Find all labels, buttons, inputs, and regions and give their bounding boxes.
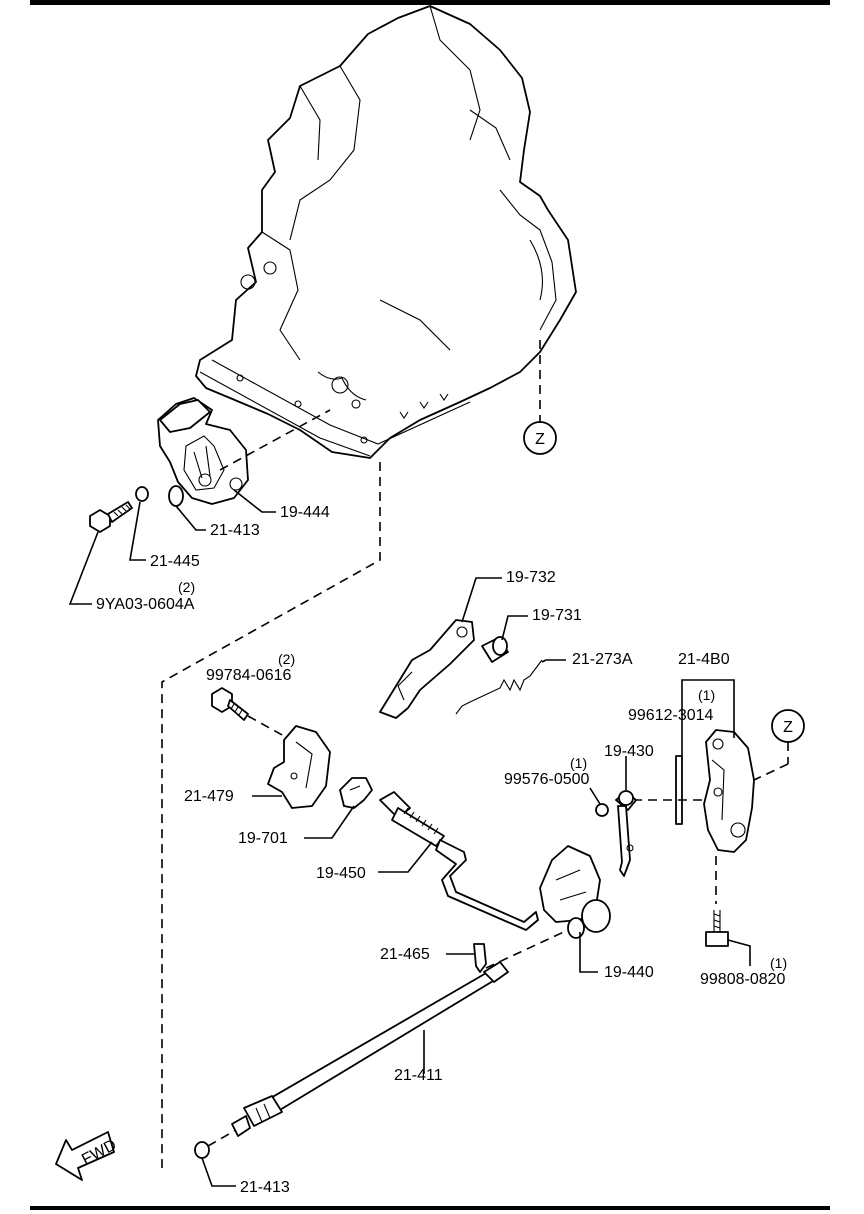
- leader-19-440: [579, 932, 598, 973]
- z-right-link: [753, 763, 789, 781]
- bushing: [339, 777, 373, 809]
- qty-99784: (2): [278, 651, 295, 667]
- z-marker-right-label: Z: [783, 719, 793, 736]
- label-99808: 99808-0820: [700, 971, 786, 988]
- switch-align-line: [219, 409, 331, 471]
- leader-21-445: [129, 501, 146, 561]
- leader-19-732: [461, 577, 502, 623]
- inhibitor-switch: [157, 397, 249, 505]
- o-ring-upper: [168, 485, 184, 507]
- qty-99808: (1): [770, 955, 787, 971]
- bolt-9ya03: [89, 501, 133, 533]
- leader-19-450: [378, 841, 433, 873]
- qty-9ya03: (2): [178, 579, 195, 595]
- label-19-701: 19-701: [238, 830, 288, 847]
- label-21-479: 21-479: [184, 788, 234, 805]
- manual-lever: [615, 790, 637, 877]
- label-19-450: 19-450: [316, 865, 366, 882]
- manual-shaft: [231, 961, 509, 1137]
- leader-19-731: [501, 615, 528, 641]
- label-21-411: 21-411: [394, 1067, 443, 1084]
- leader-21-273a: [541, 659, 566, 663]
- qty-99612: (1): [698, 687, 715, 703]
- detent-roller: [481, 636, 509, 663]
- leader-99576: [589, 787, 601, 805]
- leader-21-413-lower: [201, 1157, 236, 1187]
- bolt-99784: [211, 687, 249, 721]
- label-99576: 99576-0500: [504, 771, 590, 788]
- shift-bracket: [703, 729, 755, 853]
- label-21-465: 21-465: [380, 946, 430, 963]
- label-21-413-upper: 21-413: [210, 522, 260, 539]
- label-21-273a: 21-273A: [572, 651, 633, 668]
- qty-99576: (1): [570, 755, 587, 771]
- washer: [135, 486, 149, 502]
- label-21-4b0: 21-4B0: [678, 651, 730, 668]
- z-marker-top-label: Z: [535, 431, 545, 448]
- label-21-413-lower: 21-413: [240, 1179, 290, 1196]
- label-9ya03: 9YA03-0604A: [96, 596, 195, 613]
- leader-21-413-upper: [175, 505, 206, 531]
- transmission-case: [195, 5, 577, 459]
- assembly-route-line: [161, 462, 381, 1168]
- bottom-border-bar: [30, 1206, 830, 1210]
- leader-21-4b0: [681, 679, 735, 756]
- label-19-440: 19-440: [604, 964, 654, 981]
- leader-19-701: [304, 805, 355, 839]
- leader-99808: [727, 939, 751, 966]
- leader-9ya03: [68, 531, 99, 605]
- label-99612: 99612-3014: [628, 707, 714, 724]
- lock-nut: [595, 803, 609, 817]
- o-ring-lower: [194, 1141, 210, 1159]
- manual-plate: [379, 619, 475, 719]
- label-19-430: 19-430: [604, 743, 654, 760]
- label-21-445: 21-445: [150, 553, 200, 570]
- top-border-bar: [30, 0, 830, 5]
- fwd-arrow: FWD: [55, 1131, 119, 1181]
- label-19-731: 19-731: [532, 607, 582, 624]
- label-99784: 99784-0616: [206, 667, 292, 684]
- bolt-99784-align: [247, 715, 285, 737]
- selector-plate: [539, 845, 611, 939]
- o-ring-align-line: [207, 1129, 237, 1147]
- leader-19-444: [233, 489, 276, 513]
- cable-bracket: [267, 725, 331, 809]
- spring-pin: [675, 755, 683, 825]
- label-19-732: 19-732: [506, 569, 556, 586]
- bolt-99808: [705, 910, 729, 947]
- roll-pin: [473, 943, 487, 973]
- z-marker-top: [523, 421, 557, 455]
- detent-spring: [455, 659, 543, 715]
- label-19-444: 19-444: [280, 504, 330, 521]
- shift-rod: [379, 791, 539, 931]
